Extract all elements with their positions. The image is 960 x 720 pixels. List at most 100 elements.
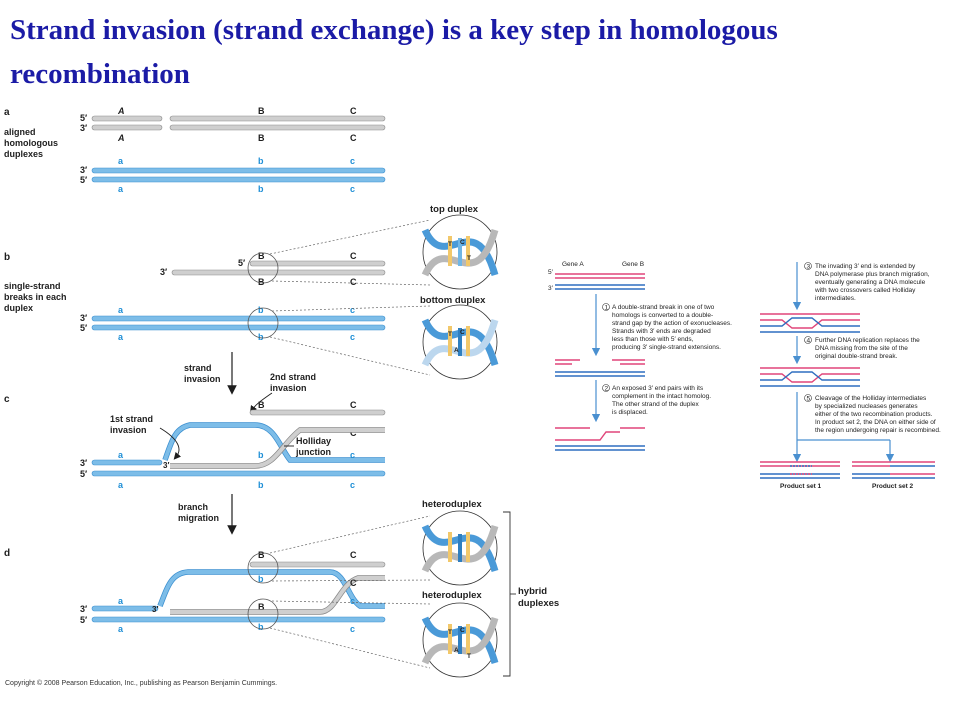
gene-label: b — [258, 480, 264, 490]
product-set-2: Product set 2 — [852, 461, 935, 490]
svg-text:with two crossovers called Hol: with two crossovers called Holliday — [814, 287, 916, 294]
step-1: 1 A double-strand break in one of two ho… — [602, 303, 732, 351]
copyright-notice: Copyright © 2008 Pearson Education, Inc.… — [5, 680, 278, 687]
svg-text:producing 3′ single-strand ext: producing 3′ single-strand extensions. — [612, 344, 721, 351]
svg-text:A: A — [454, 647, 459, 654]
branch-migration-label-2: migration — [178, 513, 219, 523]
right-figure: Gene A Gene B 5′ 3′ 1 A double-strand br… — [548, 261, 941, 490]
svg-text:T: T — [448, 241, 452, 248]
gene-label: b — [258, 574, 264, 584]
gene-label: a — [118, 596, 124, 606]
blue-strand — [91, 616, 386, 623]
holliday-label-2: junction — [295, 447, 331, 457]
gene-label: a — [118, 624, 124, 634]
end-label: 5′ — [80, 113, 87, 123]
svg-text:DNA polymerase plus branch mig: DNA polymerase plus branch migration, — [815, 271, 930, 278]
hybrid-label-1: hybrid — [518, 586, 547, 597]
gray-strand — [249, 561, 386, 568]
end-label: 3′ — [80, 165, 87, 175]
step-5: 5 Cleavage of the Holliday intermediates… — [804, 394, 941, 434]
helix-inset-top: T C T — [421, 214, 499, 290]
svg-text:5′: 5′ — [548, 269, 554, 276]
blue-strand — [91, 176, 386, 183]
gene-label: C — [350, 251, 357, 261]
gene-b-label: Gene B — [622, 261, 644, 268]
second-invasion-label-1: 2nd strand — [270, 372, 316, 382]
gene-label: C — [350, 578, 357, 588]
gene-label: c — [350, 305, 355, 315]
gene-label: B — [258, 251, 265, 261]
panel-b-letter: b — [4, 252, 10, 263]
svg-text:4: 4 — [807, 338, 811, 345]
svg-text:T: T — [467, 255, 471, 262]
blue-strand — [91, 605, 159, 612]
gray-strand — [249, 260, 386, 267]
end-label: 5′ — [80, 323, 87, 333]
helix-inset-hetero-bottom: T C A T — [421, 602, 499, 678]
gene-label: B — [258, 106, 265, 116]
zoom-circle — [247, 252, 279, 284]
gray-strand — [169, 115, 386, 122]
svg-text:Cleavage of the Holliday inter: Cleavage of the Holliday intermediates — [815, 395, 927, 402]
svg-text:is displaced.: is displaced. — [612, 409, 648, 416]
hybrid-label-2: duplexes — [518, 598, 559, 609]
svg-text:C: C — [460, 627, 465, 634]
first-invasion-label-1: 1st strand — [110, 414, 153, 424]
gene-label: a — [118, 184, 124, 194]
svg-text:the region undergoing repair i: the region undergoing repair is recombin… — [815, 427, 941, 434]
panel-d: branch migration d B C B 3′ 5′ 3′ a b C … — [4, 494, 559, 678]
gene-label: a — [118, 156, 124, 166]
gene-label: C — [350, 428, 357, 438]
panel-a-caption-3: duplexes — [4, 149, 43, 159]
svg-text:DNA missing from the site of t: DNA missing from the site of the — [815, 345, 908, 352]
end-label: 3′ — [152, 605, 158, 614]
zoom-circle — [247, 598, 279, 630]
gene-label: B — [258, 550, 265, 560]
end-label: 5′ — [80, 615, 87, 625]
gene-label: B — [258, 277, 265, 287]
end-label: 3′ — [163, 461, 169, 470]
gene-a-label: Gene A — [562, 261, 584, 268]
gray-strand — [91, 124, 163, 131]
svg-text:2: 2 — [605, 386, 609, 393]
gene-label: C — [350, 133, 357, 143]
svg-text:homologs is converted to a dou: homologs is converted to a double- — [612, 312, 713, 319]
gray-strand — [249, 409, 386, 416]
blue-strand — [91, 167, 386, 174]
gene-label: c — [350, 480, 355, 490]
gene-label: A — [117, 133, 125, 143]
svg-text:T: T — [467, 653, 471, 660]
gray-strand — [91, 115, 163, 122]
svg-text:Further DNA replication replac: Further DNA replication replaces the — [815, 337, 920, 344]
panel-b-caption-1: single-strand — [4, 281, 61, 291]
gene-label: a — [118, 305, 124, 315]
helix-inset-hetero-top — [421, 510, 499, 586]
svg-text:strand gap by the action of ex: strand gap by the action of exonucleases… — [612, 320, 732, 327]
gene-label: b — [258, 450, 264, 460]
gray-strand — [171, 269, 386, 276]
step-2: 2 An exposed 3′ end pairs with its compl… — [602, 384, 711, 416]
gene-label: c — [350, 156, 355, 166]
end-label: 3′ — [80, 604, 87, 614]
svg-text:T: T — [448, 331, 452, 338]
helix-inset-bottom: T C A — [421, 304, 499, 380]
svg-text:The invading 3′ end is extende: The invading 3′ end is extended by — [815, 263, 916, 270]
panel-b: b single-strand breaks in each duplex 5′… — [4, 204, 499, 380]
svg-text:1: 1 — [605, 305, 609, 312]
svg-text:less than those with 5′ ends,: less than those with 5′ ends, — [612, 336, 694, 343]
end-label: 5′ — [238, 258, 245, 268]
gray-strand — [169, 124, 386, 131]
product-set-1: Product set 1 — [760, 461, 840, 490]
svg-text:complement in the intact homol: complement in the intact homolog. — [612, 393, 711, 400]
svg-text:The other strand of the duplex: The other strand of the duplex — [612, 401, 699, 408]
panel-a-caption-2: homologous — [4, 138, 58, 148]
gene-label: a — [118, 480, 124, 490]
gene-label: B — [258, 400, 265, 410]
gene-label: C — [350, 277, 357, 287]
gene-label: b — [258, 622, 264, 632]
gene-label: a — [118, 450, 124, 460]
svg-text:In product set 2, the DNA on e: In product set 2, the DNA on either side… — [815, 419, 936, 426]
panel-a-caption-1: aligned — [4, 127, 36, 137]
svg-text:by specialized nucleases gener: by specialized nucleases generates — [815, 403, 918, 410]
svg-text:either of the two recombinatio: either of the two recombination products… — [815, 411, 933, 418]
